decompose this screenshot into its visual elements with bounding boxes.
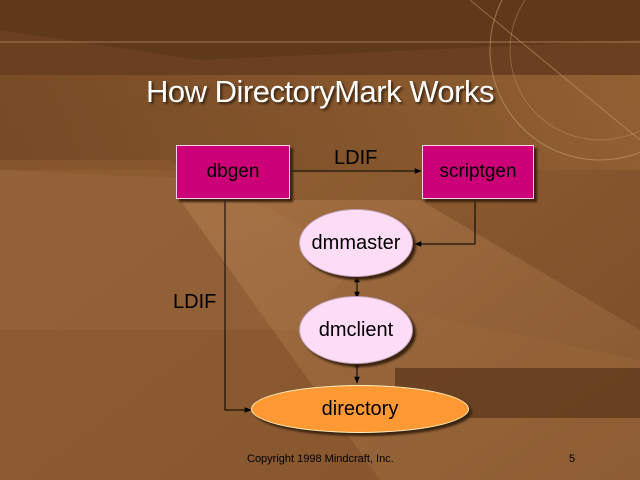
- arrow-scriptgen-dmmaster: [414, 198, 476, 247]
- node-dmclient-label: dmclient: [318, 318, 394, 341]
- node-directory: directory: [251, 385, 469, 433]
- node-scriptgen: scriptgen: [422, 145, 534, 199]
- edge-label-top: LDIF: [334, 147, 378, 169]
- edge-label-left: LDIF: [173, 291, 217, 313]
- node-dmmaster-label: dmmaster: [311, 231, 401, 254]
- node-dbgen-label: dbgen: [206, 161, 260, 182]
- page-title: How DirectoryMark Works: [146, 74, 494, 109]
- node-dmmaster: dmmaster: [299, 209, 413, 277]
- copyright-text: Copyright 1998 Mindcraft, Inc.: [247, 453, 394, 465]
- arrow-dbgen-directory: [224, 198, 252, 413]
- page-number: 5: [569, 453, 576, 465]
- node-dmclient: dmclient: [299, 296, 413, 364]
- node-directory-label: directory: [321, 397, 399, 420]
- node-dbgen: dbgen: [176, 145, 290, 199]
- node-scriptgen-label: scriptgen: [439, 161, 517, 182]
